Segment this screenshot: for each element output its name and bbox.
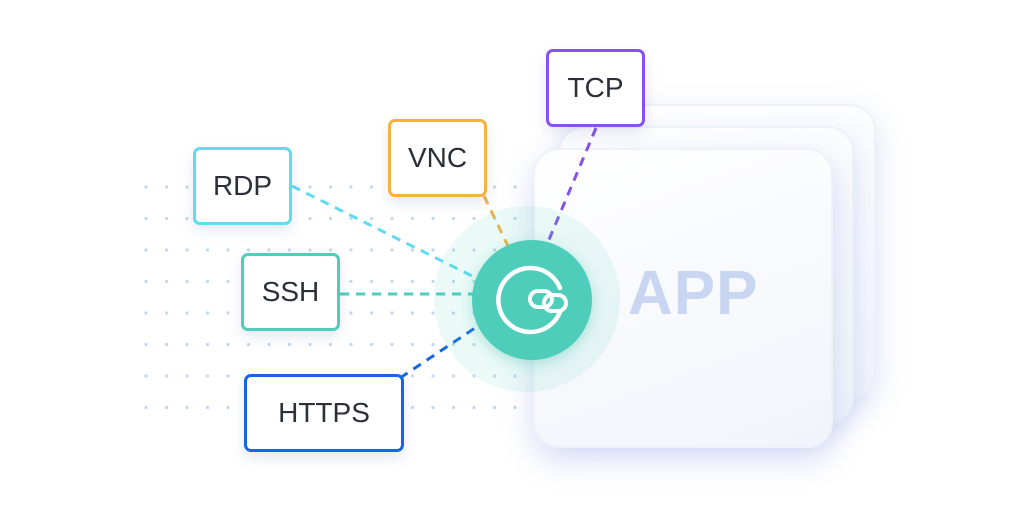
protocol-box-tcp: TCP (546, 49, 645, 127)
link-hub (472, 240, 592, 360)
connector-tcp (546, 127, 598, 243)
protocol-box-ssh: SSH (241, 253, 340, 331)
protocol-box-vnc: VNC (388, 119, 487, 197)
protocol-box-rdp: RDP (193, 147, 292, 225)
app-label: APP (628, 259, 759, 328)
connector-rdp (291, 184, 481, 282)
link-icon (496, 265, 568, 335)
protocol-box-https: HTTPS (244, 374, 404, 452)
